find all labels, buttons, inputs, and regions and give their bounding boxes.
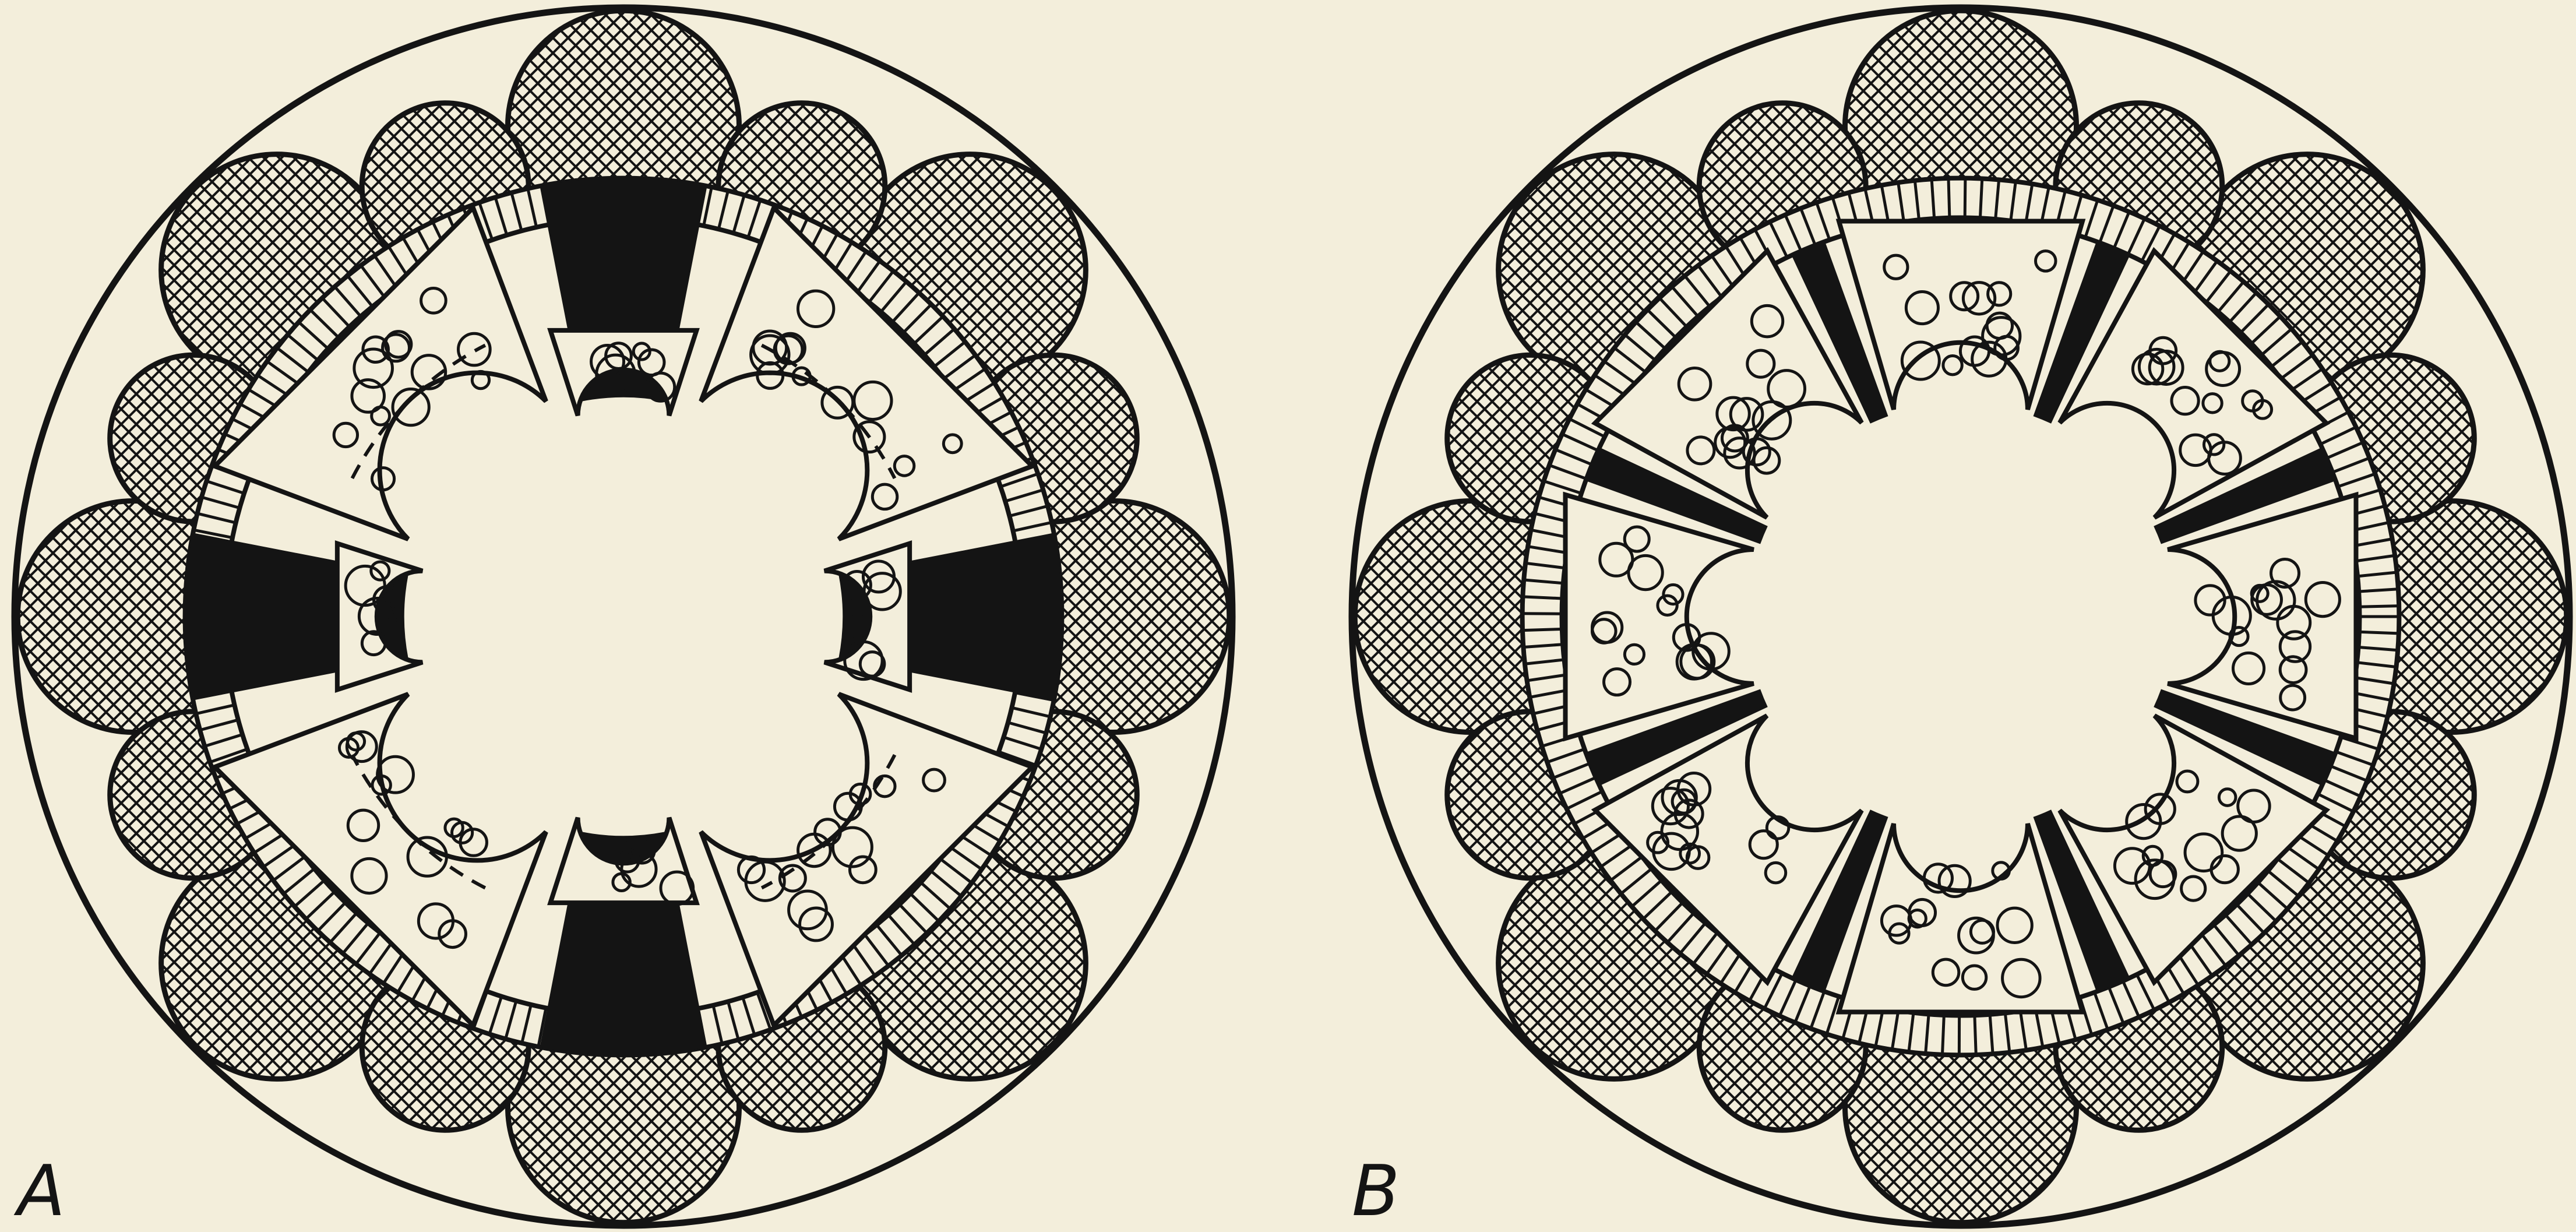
central-lumen [453,446,794,787]
panel-a-diagram [15,8,1232,1226]
hatch-line [1942,1015,1944,1055]
hatch-line [1980,178,1982,218]
panel-b-label: B [1352,1157,1400,1227]
hatch-line [1523,597,1562,599]
hatch-line [1523,629,1562,630]
panel-b-diagram [1352,8,2570,1226]
hatch-line [1948,178,1950,218]
panel-a-label: A [17,1157,65,1227]
hatch-line [1975,1015,1976,1055]
hatch-line [2359,632,2399,633]
central-lumen [1790,446,2131,787]
hatch-line [2359,606,2399,607]
